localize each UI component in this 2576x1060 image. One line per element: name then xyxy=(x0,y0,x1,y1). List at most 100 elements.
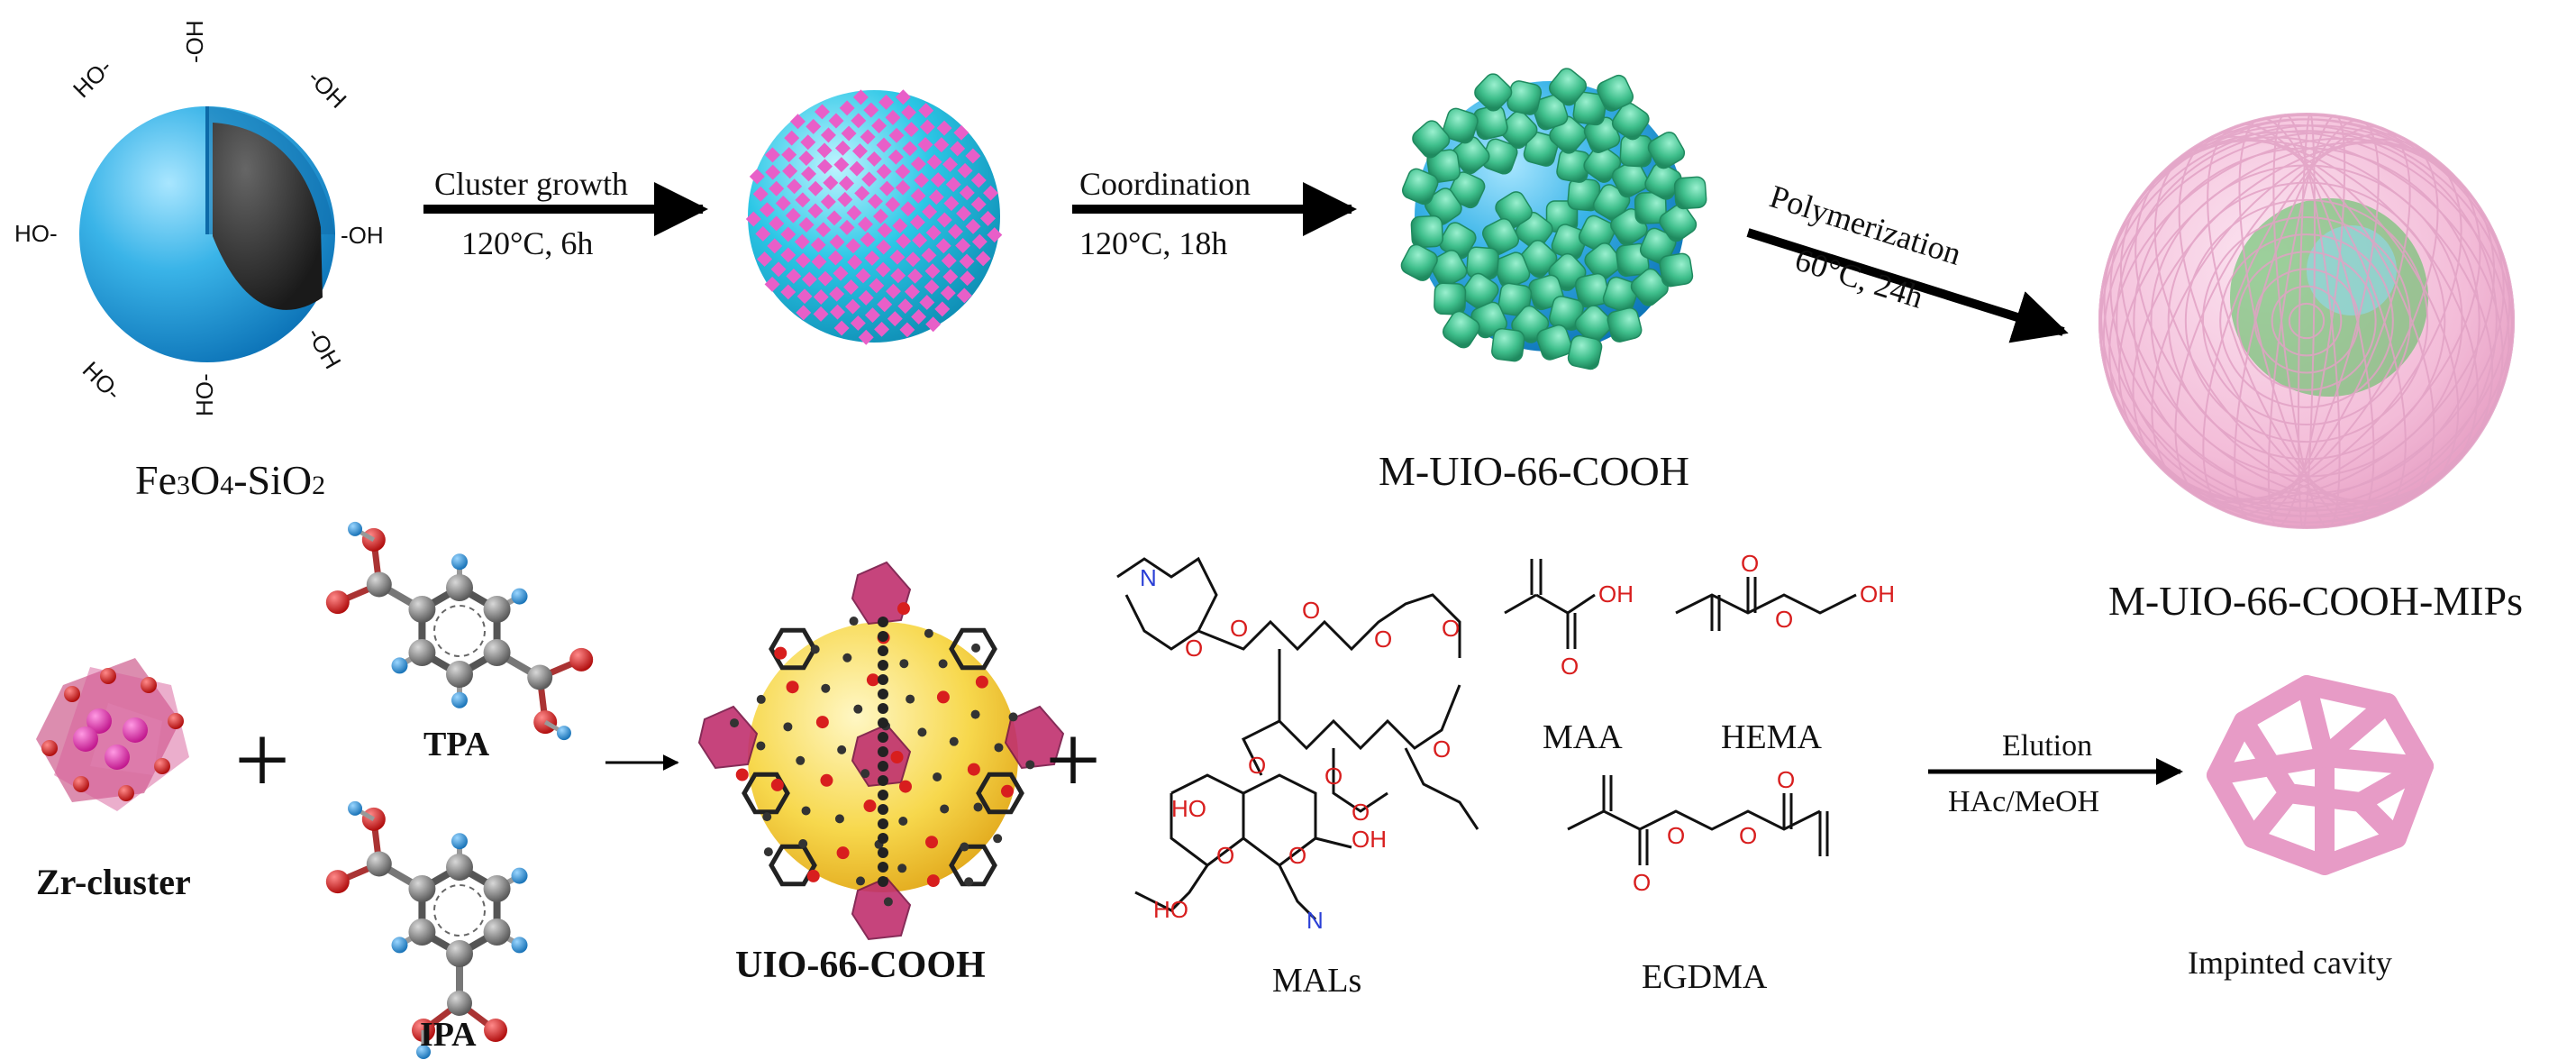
o-atom xyxy=(786,681,799,694)
cluster-dot xyxy=(843,279,860,295)
c-atom xyxy=(897,864,907,873)
cluster-dot xyxy=(806,118,822,134)
h-atom xyxy=(348,800,363,816)
c-atom xyxy=(796,755,806,765)
mof-crystal xyxy=(1499,110,1538,149)
h-atom xyxy=(451,691,468,708)
oh-label: HO- xyxy=(191,373,218,416)
c-atom xyxy=(878,717,888,728)
c-atom xyxy=(834,814,844,824)
c-atom xyxy=(940,804,950,814)
h-atom xyxy=(451,833,468,850)
mof-crystal xyxy=(1400,243,1438,281)
cluster-dot xyxy=(860,129,876,145)
cluster-dot xyxy=(903,122,919,138)
cluster-dot xyxy=(867,193,883,209)
cluster-dot xyxy=(794,233,810,250)
mesh-strand xyxy=(2207,123,2407,518)
cluster-dot xyxy=(890,268,906,284)
c-atom xyxy=(408,918,436,946)
c-atom xyxy=(783,722,793,732)
cluster-dot xyxy=(769,215,785,232)
zr-cluster-model xyxy=(36,658,189,811)
cluster-dot xyxy=(904,284,920,300)
c-atom xyxy=(949,736,959,746)
c-atom xyxy=(933,772,942,781)
cluster-dot xyxy=(876,163,892,179)
cluster-dot xyxy=(846,205,862,221)
mof-crystal xyxy=(1412,120,1451,159)
o-atom xyxy=(774,646,787,660)
c-atom xyxy=(960,842,969,852)
linker-ring xyxy=(976,772,1024,815)
cluster-dot xyxy=(878,180,895,196)
oh-atom: OH xyxy=(1352,826,1387,853)
core-label: Fe3O4-SiO2 xyxy=(135,457,325,503)
cluster-dot xyxy=(896,233,912,250)
mof-crystal xyxy=(1619,134,1652,168)
ho-atom: HO xyxy=(1171,795,1206,822)
c-atom xyxy=(408,639,436,666)
c-atom xyxy=(527,664,553,690)
cluster-dot xyxy=(887,149,904,165)
cluster-dot xyxy=(855,268,871,284)
cluster-dot xyxy=(866,151,882,167)
o-atom: O xyxy=(1741,550,1759,577)
o-atom xyxy=(118,785,134,801)
o-atom xyxy=(770,778,784,791)
hema-atoms: O O OH xyxy=(1741,550,1895,633)
ipa-molecule xyxy=(325,800,528,1059)
c-atom xyxy=(878,660,888,671)
c-atom xyxy=(878,732,888,743)
mof-crystal xyxy=(1506,80,1543,115)
cluster-dot xyxy=(801,166,816,182)
cluster-dot xyxy=(796,305,812,321)
oh-label: -OH xyxy=(303,64,352,114)
c-atom xyxy=(994,743,1004,753)
o-atom: O xyxy=(1216,842,1234,869)
cluster-dot xyxy=(885,196,901,213)
c-atom xyxy=(366,851,392,877)
mof-crystal xyxy=(1474,73,1513,112)
o-atom: O xyxy=(1739,822,1757,849)
mof-crystal xyxy=(1532,94,1569,131)
cluster-dot xyxy=(816,142,833,159)
c-atom xyxy=(938,659,948,669)
o-atom: O xyxy=(1288,842,1306,869)
o-atom: O xyxy=(1561,653,1579,680)
c-atom xyxy=(878,703,888,714)
mof-crystal xyxy=(1536,324,1573,361)
cluster-dot xyxy=(817,270,833,287)
linker-ring xyxy=(949,844,997,887)
cluster-dot xyxy=(780,284,796,300)
c-atom xyxy=(1008,712,1018,722)
mals-atoms: N O O O O O O O O O O O HO HO OH N xyxy=(1140,564,1460,934)
c-atom xyxy=(853,704,863,714)
tpa-molecule xyxy=(325,521,594,741)
mof-crystal xyxy=(1584,242,1623,281)
ipa-label: IPA xyxy=(420,1016,477,1054)
mof-crystal xyxy=(1572,91,1607,126)
o-atom xyxy=(836,846,850,860)
aromatic-ring xyxy=(433,884,486,937)
o-atom xyxy=(806,869,820,882)
o-atom xyxy=(925,836,939,849)
o-atom xyxy=(820,773,833,787)
cluster-dot xyxy=(757,251,773,267)
mesh-strand xyxy=(2267,114,2346,527)
cluster-dot xyxy=(829,286,845,302)
cluster-dot xyxy=(811,253,827,270)
cluster-dot xyxy=(767,238,783,254)
c-atom xyxy=(446,661,473,688)
cluster-dot xyxy=(864,250,880,266)
arrow-bottom-label: 120°C, 18h xyxy=(1079,225,1227,261)
zr-node xyxy=(1004,705,1065,770)
mof-crystal xyxy=(1482,217,1520,256)
mof-crystal xyxy=(1410,215,1443,249)
cluster-dot xyxy=(919,294,935,310)
c-atom xyxy=(447,991,472,1016)
o-atom xyxy=(41,740,58,756)
maa-label: MAA xyxy=(1543,718,1623,756)
c-atom xyxy=(408,875,436,902)
cluster-dot xyxy=(871,118,887,133)
